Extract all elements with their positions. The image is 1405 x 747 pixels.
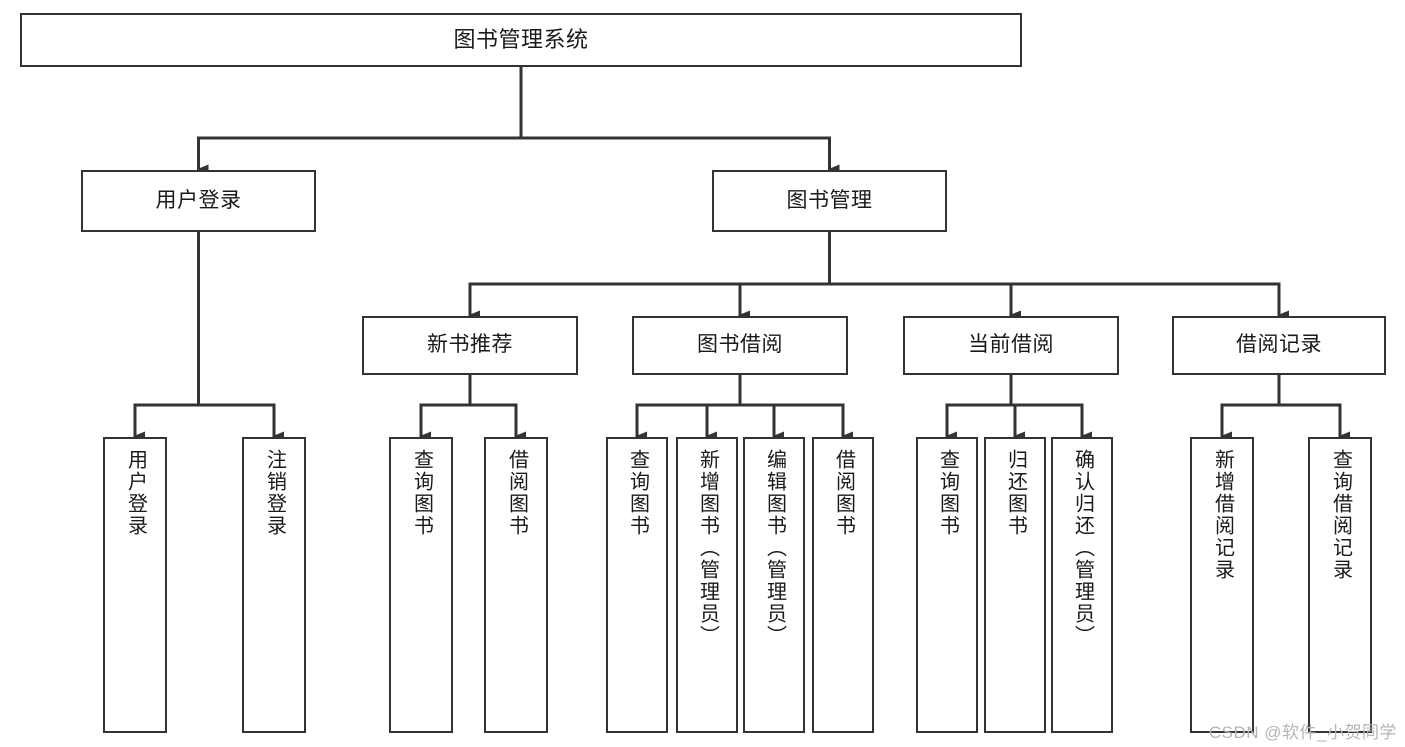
node-label-root: 图书管理系统 bbox=[453, 27, 589, 53]
node-leaf-current-1[interactable]: 查询图书 bbox=[916, 437, 978, 733]
node-leaf-borrow-1[interactable]: 查询图书 bbox=[606, 437, 668, 733]
node-label-leaf-current-1: 查询图书 bbox=[936, 449, 959, 537]
node-leaf-records-1[interactable]: 新增借阅记录 bbox=[1190, 437, 1254, 733]
node-leaf-current-3[interactable]: 确认归还（管理员） bbox=[1051, 437, 1113, 733]
node-label-leaf-newbook-2: 借阅图书 bbox=[505, 449, 528, 537]
node-label-leaf-current-3: 确认归还（管理员） bbox=[1071, 449, 1094, 647]
node-leaf-login-2[interactable]: 注销登录 bbox=[242, 437, 306, 733]
node-leaf-borrow-4[interactable]: 借阅图书 bbox=[812, 437, 874, 733]
connector-lines bbox=[133, 65, 1350, 441]
node-bookmgmt[interactable]: 图书管理 bbox=[712, 170, 947, 232]
node-leaf-newbook-1[interactable]: 查询图书 bbox=[389, 437, 453, 733]
node-label-leaf-borrow-3: 编辑图书（管理员） bbox=[763, 449, 786, 647]
node-leaf-login-1[interactable]: 用户登录 bbox=[103, 437, 167, 733]
node-records[interactable]: 借阅记录 bbox=[1172, 316, 1386, 375]
node-label-leaf-login-2: 注销登录 bbox=[263, 449, 286, 537]
node-borrow[interactable]: 图书借阅 bbox=[632, 316, 848, 375]
node-root[interactable]: 图书管理系统 bbox=[20, 13, 1022, 67]
node-label-leaf-borrow-1: 查询图书 bbox=[626, 449, 649, 537]
node-label-newbook: 新书推荐 bbox=[427, 333, 513, 357]
node-label-leaf-newbook-1: 查询图书 bbox=[410, 449, 433, 537]
node-label-leaf-login-1: 用户登录 bbox=[124, 449, 147, 537]
node-current[interactable]: 当前借阅 bbox=[903, 316, 1119, 375]
node-label-borrow: 图书借阅 bbox=[697, 333, 783, 357]
node-newbook[interactable]: 新书推荐 bbox=[362, 316, 578, 375]
node-leaf-borrow-2[interactable]: 新增图书（管理员） bbox=[676, 437, 738, 733]
node-label-login: 用户登录 bbox=[155, 188, 242, 212]
node-login[interactable]: 用户登录 bbox=[81, 170, 316, 232]
node-label-leaf-current-2: 归还图书 bbox=[1004, 449, 1027, 537]
node-leaf-current-2[interactable]: 归还图书 bbox=[984, 437, 1046, 733]
watermark-text: CSDN @软件_小贺同学 bbox=[1208, 723, 1397, 742]
node-label-current: 当前借阅 bbox=[968, 333, 1054, 357]
node-leaf-borrow-3[interactable]: 编辑图书（管理员） bbox=[743, 437, 805, 733]
node-label-leaf-borrow-2: 新增图书（管理员） bbox=[696, 449, 719, 647]
node-label-leaf-records-2: 查询借阅记录 bbox=[1329, 449, 1352, 581]
node-leaf-newbook-2[interactable]: 借阅图书 bbox=[484, 437, 548, 733]
node-label-leaf-borrow-4: 借阅图书 bbox=[832, 449, 855, 537]
node-label-bookmgmt: 图书管理 bbox=[786, 188, 873, 212]
node-label-records: 借阅记录 bbox=[1236, 333, 1322, 357]
node-leaf-records-2[interactable]: 查询借阅记录 bbox=[1308, 437, 1372, 733]
node-label-leaf-records-1: 新增借阅记录 bbox=[1211, 449, 1234, 581]
